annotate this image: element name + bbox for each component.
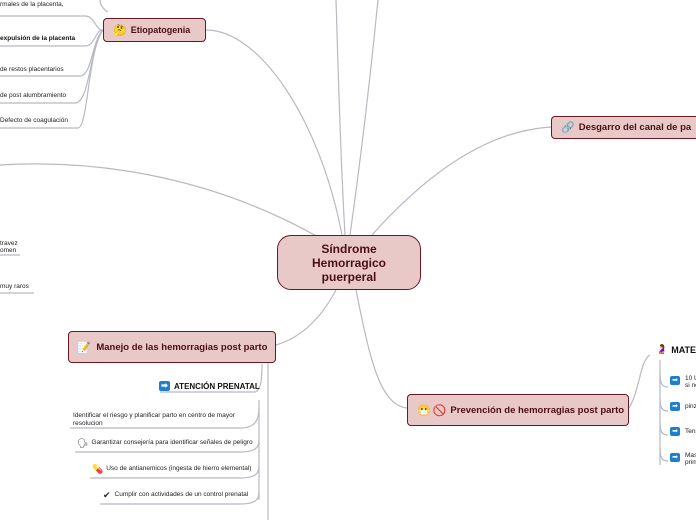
atencion-prenatal-node[interactable]: ➡ ATENCIÓN PRENATAL <box>159 381 260 391</box>
etiopatogenia-leaf-1[interactable]: rmales de la placenta, <box>0 1 64 8</box>
connector-desgarro <box>371 126 553 236</box>
arrow-right-icon: ➡ <box>670 453 680 462</box>
mate-item-2[interactable]: pinza <box>685 403 696 410</box>
central-topic[interactable]: Síndrome Hemorragico puerperal <box>277 235 421 290</box>
pill-icon: 💊 <box>92 464 104 474</box>
connector-left-upper <box>0 163 321 239</box>
manejo-item-1[interactable]: Identificar el riesgo y planificar parto… <box>73 412 235 427</box>
left-fragment-3[interactable]: muy raros <box>0 283 29 290</box>
mate-item-4-line2[interactable]: prime <box>685 459 696 466</box>
mate-item-1-line2[interactable]: si no <box>685 382 696 389</box>
topic-desgarro[interactable]: 🔗 Desgarro del canal de pa <box>551 116 696 139</box>
mate-item-3[interactable]: Tensi <box>685 428 696 435</box>
thinking-face-icon: 🤔 <box>113 24 127 37</box>
speaking-head-icon: 🗣 <box>77 438 89 448</box>
topic-etiopatogenia-label: Etiopatogenia <box>130 25 191 35</box>
etiopatogenia-leaf-2[interactable]: expulsión de la placenta <box>0 35 76 42</box>
central-topic-label: Síndrome Hemorragico puerperal <box>311 241 387 284</box>
arrow-right-icon: ➡ <box>670 376 680 385</box>
check-mark-icon: ✔ <box>103 490 111 500</box>
no-entry-icon: 🚫 <box>432 404 447 417</box>
connector-etiopatogenia <box>205 29 343 236</box>
etiopatogenia-leaf-4[interactable]: de post alumbramiento <box>0 92 67 99</box>
connector-prevencion <box>355 289 408 409</box>
arrow-right-icon: ➡ <box>670 427 680 436</box>
mate-node[interactable]: 🤰 MATE <box>656 344 696 355</box>
connector-top-2 <box>349 0 379 236</box>
left-fragment-1[interactable]: travez <box>0 240 18 247</box>
topic-prevencion-label: Prevención de hemorragias post parto <box>450 404 625 416</box>
mate-label: MATE <box>671 344 696 355</box>
topic-prevencion[interactable]: 😷 🚫 Prevención de hemorragias post parto <box>407 394 629 426</box>
topic-manejo[interactable]: 📝 Manejo de las hemorragias post parto <box>68 331 276 363</box>
topic-etiopatogenia[interactable]: 🤔 Etiopatogenia <box>103 18 206 42</box>
mate-item-4-line1[interactable]: Masa <box>685 452 696 459</box>
connector-manejo <box>275 289 337 346</box>
left-fragment-2[interactable]: omen <box>0 247 17 254</box>
mask-face-icon: 😷 <box>417 404 431 417</box>
connector-top-1 <box>335 0 346 236</box>
arrow-right-icon: ➡ <box>670 402 680 411</box>
woman-icon: 🤰 <box>656 344 668 354</box>
etiopatogenia-leaf-3[interactable]: de restos placentarios <box>0 66 64 73</box>
manejo-item-3[interactable]: 💊 Uso de antianemicos (ingesta de hierro… <box>92 464 252 474</box>
chain-icon: 🔗 <box>561 122 575 134</box>
manejo-item-4[interactable]: ✔ Cumplir con actividades de un control … <box>103 490 249 500</box>
memo-icon: 📝 <box>77 341 91 354</box>
topic-manejo-label: Manejo de las hemorragias post parto <box>96 341 268 353</box>
topic-desgarro-label: Desgarro del canal de pa <box>578 122 692 133</box>
mate-item-1-line1[interactable]: 10 U <box>685 375 696 382</box>
arrow-right-icon: ➡ <box>159 381 170 391</box>
manejo-item-2[interactable]: 🗣 Garantizar consejería para identificar… <box>77 438 253 448</box>
atencion-prenatal-label: ATENCIÓN PRENATAL <box>174 381 260 391</box>
etiopatogenia-leaf-5[interactable]: Defecto de coagulación <box>0 117 68 124</box>
